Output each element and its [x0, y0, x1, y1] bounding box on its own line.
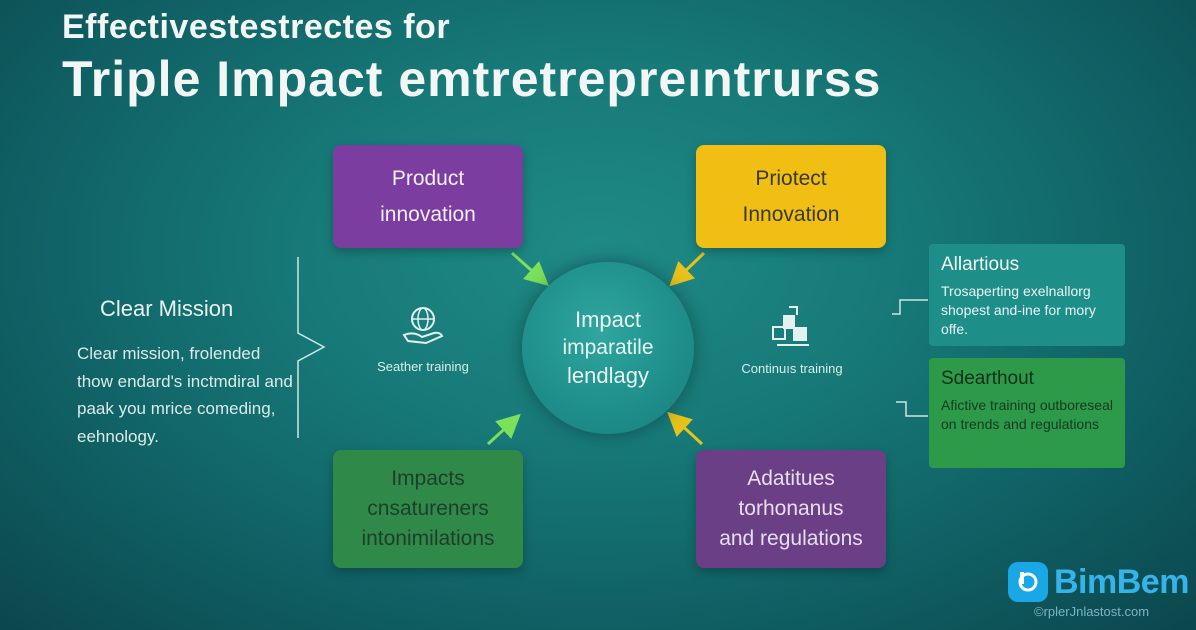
brand-logo: BimBem — [1008, 562, 1189, 602]
center-line3: lendlagy — [567, 363, 649, 388]
arrow-top-right — [669, 251, 706, 287]
side-connector-bottom — [896, 401, 928, 417]
product-innovation-box: Product innovation — [333, 145, 523, 248]
side-panel-bottom: Sdearthout Afictive training outboreseal… — [929, 358, 1125, 468]
globe-hand-icon — [402, 307, 444, 345]
side-top-title: Allartious — [941, 254, 1020, 275]
brand-url: ©rplerJnlastost.com — [1034, 604, 1150, 619]
center-line1: Impact — [574, 307, 642, 332]
box-bl-line2: cnsatureners — [367, 497, 489, 520]
center-line2: imparatile — [562, 336, 654, 359]
title-line-1: Effectivestestrectes for — [62, 8, 451, 46]
brace-divider — [297, 257, 326, 438]
box-bl-line3: intonimilations — [361, 527, 495, 550]
mission-title: Clear Mission — [100, 296, 234, 321]
box-tl-line2: innovation — [380, 202, 476, 226]
protect-innovation-box: Priotect Innovation — [696, 145, 886, 248]
growth-blocks-icon — [772, 306, 809, 346]
box-tl-line1: Product — [391, 166, 465, 190]
side-top-body: Trosaperting exelnallorg shopest and-ine… — [941, 283, 1096, 337]
box-br-line3: and regulations — [719, 527, 863, 550]
box-tr-line1: Priotect — [755, 166, 827, 190]
mission-body: Clear mission, frolended thow endard's i… — [77, 344, 293, 446]
side-panel-top: Allartious Trosaperting exelnallorg shop… — [929, 244, 1125, 346]
box-br-line1: Adatitues — [747, 467, 835, 490]
brand-logo-icon — [1008, 562, 1048, 602]
impacts-box: Impacts cnsatureners intonimilations — [333, 450, 523, 568]
side-connector-top — [892, 299, 928, 315]
arrow-bottom-right — [667, 411, 704, 446]
center-circle: Impact imparatile lendlagy — [522, 262, 694, 434]
title-line-2: Triple Impact emtretrepreıntrurss — [62, 51, 882, 107]
side-bottom-title: Sdearthout — [941, 368, 1034, 389]
box-br-line2: torhonanus — [738, 497, 844, 520]
seather-training-group: Seather training — [368, 305, 478, 374]
arrow-top-left — [511, 251, 549, 286]
arrow-bottom-left — [486, 413, 521, 446]
side-bottom-body: Afictive training outboreseal on trends … — [941, 397, 1113, 432]
seather-training-label: Seather training — [377, 359, 469, 374]
adatitues-box: Adatitues torhonanus and regulations — [696, 450, 886, 568]
brand-logo-text: BimBem — [1054, 562, 1189, 601]
continuous-training-label: Continuıs training — [741, 361, 843, 376]
box-bl-line1: Impacts — [391, 467, 465, 490]
box-tr-line2: Innovation — [742, 202, 840, 226]
continuous-training-group: Continuıs training — [732, 305, 852, 376]
